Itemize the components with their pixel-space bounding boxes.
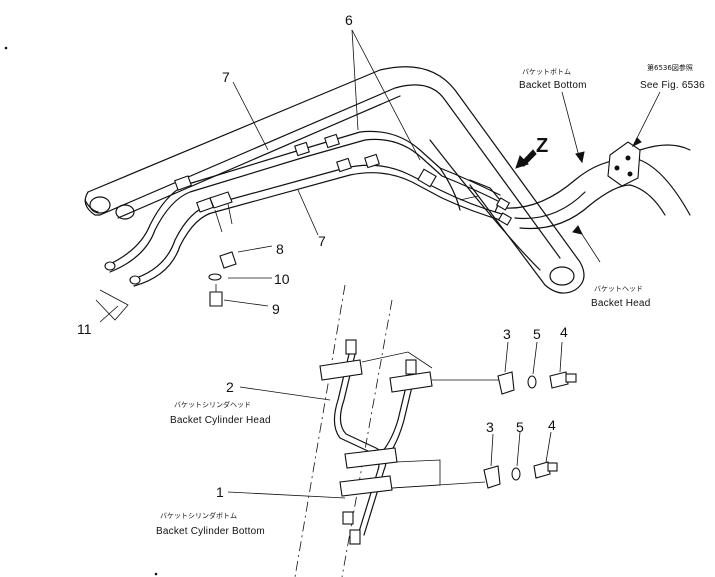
- label-view-z: Z: [536, 135, 548, 157]
- label-see-fig-jp: 第6536図参照: [647, 63, 693, 72]
- label-cyl-bottom-jp: バケットシリンダボトム: [160, 511, 237, 520]
- label-cyl-head-jp: バケットシリンダヘッド: [174, 400, 251, 409]
- callout-10: 10: [274, 271, 290, 287]
- leader-lines: [99, 29, 661, 499]
- label-backet-head: Backet Head: [591, 298, 650, 309]
- callout-8: 8: [276, 241, 284, 257]
- callout-4a: 4: [560, 324, 568, 340]
- callout-5b: 5: [516, 419, 524, 435]
- callout-9: 9: [272, 301, 280, 317]
- scan-speck: [4, 46, 8, 50]
- callout-7b: 7: [318, 233, 326, 249]
- bucket-hoses: [504, 144, 691, 230]
- callout-3a: 3: [503, 326, 511, 342]
- callout-7a: 7: [222, 69, 230, 85]
- cylinder-detail: [294, 284, 577, 577]
- callout-11: 11: [77, 321, 92, 337]
- scan-speck: [154, 572, 158, 576]
- detail-box-11: [95, 289, 129, 321]
- label-backet-bottom: Backet Bottom: [519, 80, 587, 91]
- callout-6: 6: [345, 12, 353, 28]
- view-z-arrow: [515, 149, 537, 169]
- flange-block: [607, 141, 641, 187]
- label-cyl-bottom: Backet Cylinder Bottom: [156, 526, 265, 537]
- label-see-fig: See Fig. 6536: [640, 80, 705, 91]
- label-backet-bottom-jp: バケットボトム: [522, 68, 571, 76]
- pipe-assembly-upper: [104, 130, 513, 287]
- label-backet-head-jp: バケットヘッド: [594, 285, 643, 293]
- arm-outline: [84, 66, 585, 294]
- callout-3b: 3: [486, 419, 494, 435]
- callout-5a: 5: [533, 326, 541, 342]
- callout-1: 1: [216, 484, 224, 500]
- exploded-parts: [208, 251, 237, 307]
- callout-2: 2: [226, 379, 234, 395]
- callout-4b: 4: [548, 417, 556, 433]
- label-cyl-head: Backet Cylinder Head: [170, 415, 271, 426]
